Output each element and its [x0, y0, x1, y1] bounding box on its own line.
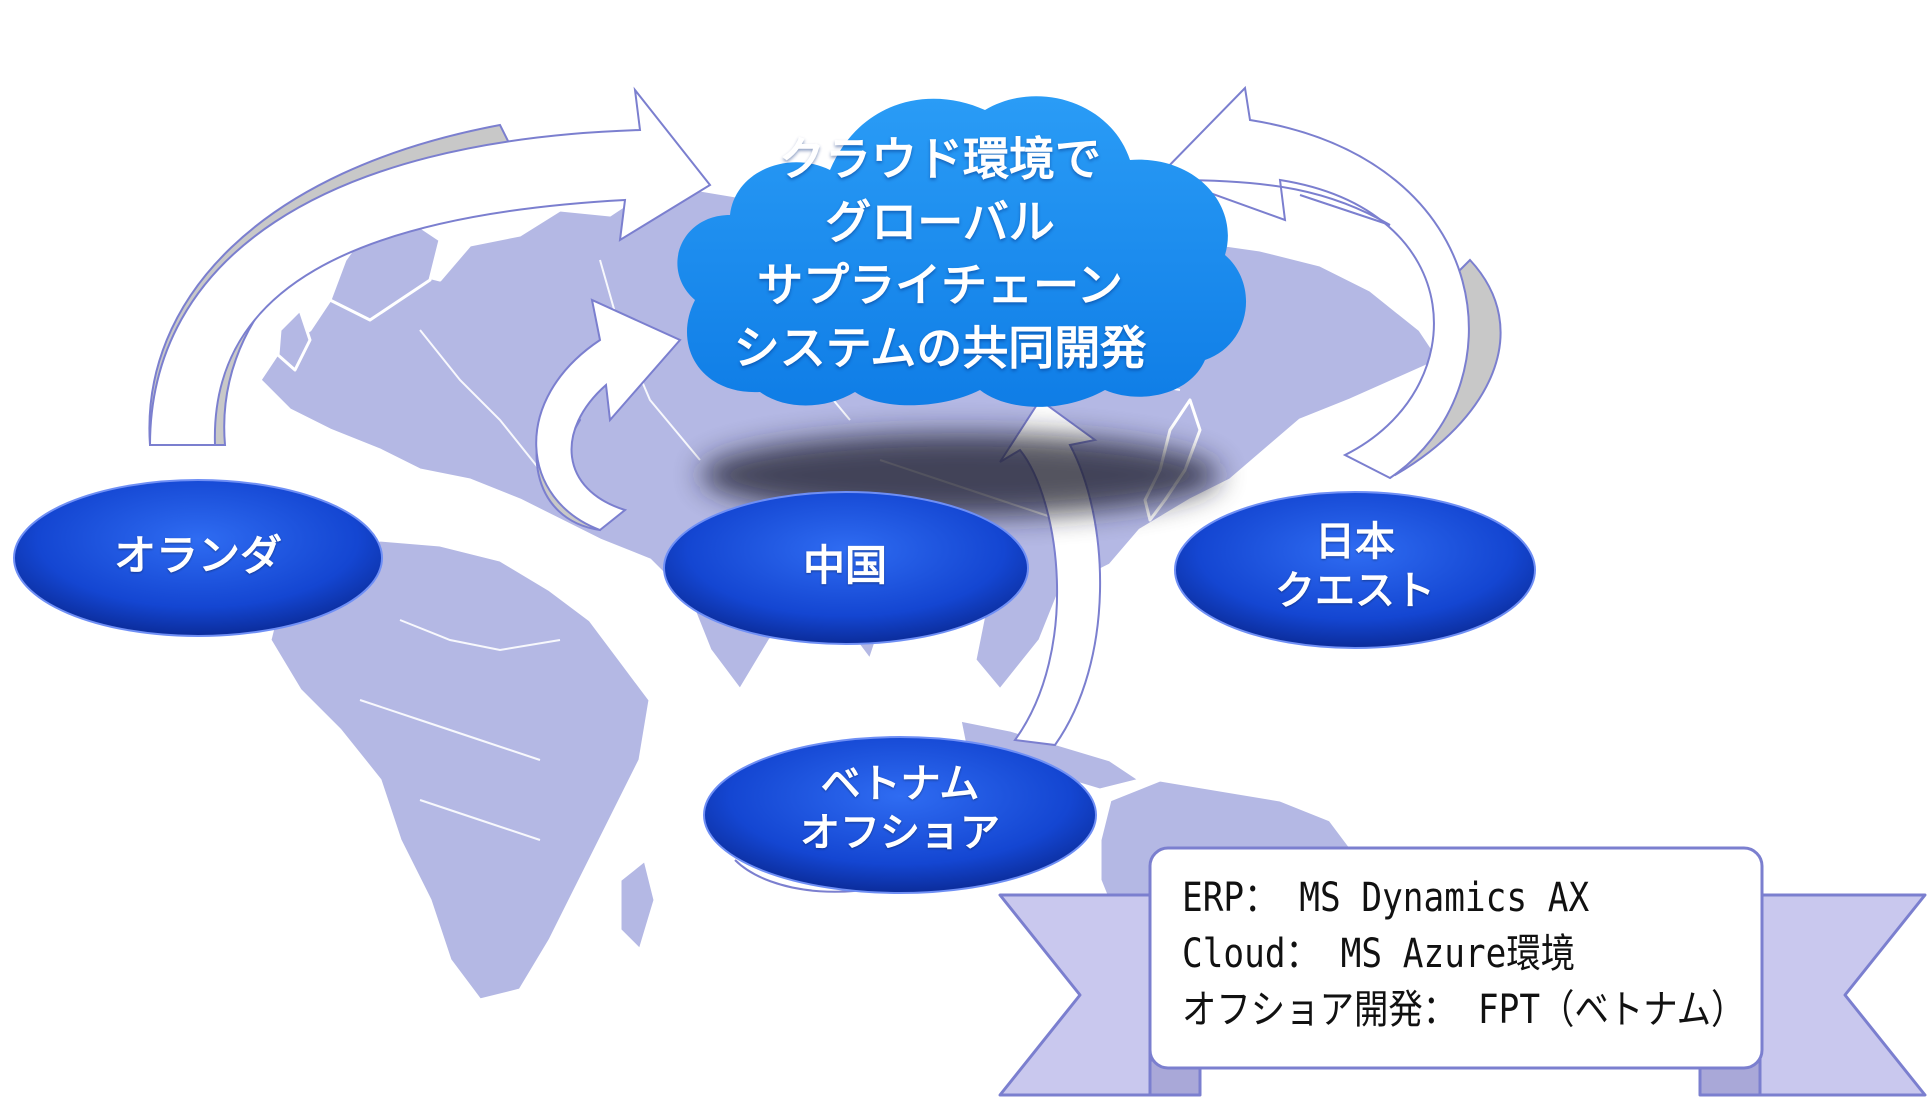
- map-africa: [268, 538, 652, 1002]
- banner-line-offshore: オフショア開発： FPT（ベトナム）: [1182, 987, 1746, 1033]
- banner-panel: [1148, 846, 1764, 1070]
- node-vietnam-label: ベトナム オフショア: [750, 760, 1050, 858]
- node-japan-shape: [1174, 491, 1536, 649]
- arrow-japan-inner: [1174, 179, 1391, 226]
- info-banner: [998, 846, 1927, 1097]
- banner-line-cloud: Cloud： MS Azure環境: [1182, 931, 1576, 977]
- node-vietnam-shape: [703, 736, 1097, 894]
- arrow-china-to-cloud: [535, 298, 682, 532]
- node-japan-line-2: クエスト: [1275, 567, 1435, 614]
- banner-right-tail: [1758, 893, 1927, 1097]
- banner-left-tail: [998, 893, 1152, 1097]
- node-japan-label: 日本 クエスト: [1215, 518, 1495, 616]
- node-vietnam-line-2: オフショア: [800, 809, 1000, 856]
- node-netherlands-shape: [13, 479, 383, 637]
- banner-text: ERP： MS Dynamics AX Cloud： MS Azure環境 オフ…: [1182, 870, 1746, 1038]
- banner-line-erp: ERP： MS Dynamics AX: [1182, 875, 1590, 921]
- cloud-title-line-1: クラウド環境で: [779, 132, 1101, 186]
- arrow-japan-to-cloud: [1158, 85, 1470, 480]
- node-japan-line-1: 日本: [1315, 519, 1395, 565]
- cloud-title-line-4: システムの共同開発: [733, 321, 1147, 376]
- node-china-shape: [663, 491, 1029, 645]
- map-madagascar: [618, 858, 657, 952]
- node-vietnam-line-1: ベトナム: [820, 761, 980, 807]
- cloud-title-line-3: サプライチェーン: [757, 258, 1123, 313]
- map-uk: [276, 308, 312, 372]
- cloud-title: クラウド環境で グローバル サプライチェーン システムの共同開発: [690, 128, 1190, 380]
- node-netherlands-label: オランダ: [113, 531, 282, 580]
- nodes: [13, 479, 1536, 894]
- node-china-label: 中国: [802, 541, 887, 590]
- cloud-title-line-2: グローバル: [825, 195, 1055, 250]
- cloud-shape: [677, 96, 1247, 407]
- arrow-netherlands-to-cloud: [148, 86, 712, 446]
